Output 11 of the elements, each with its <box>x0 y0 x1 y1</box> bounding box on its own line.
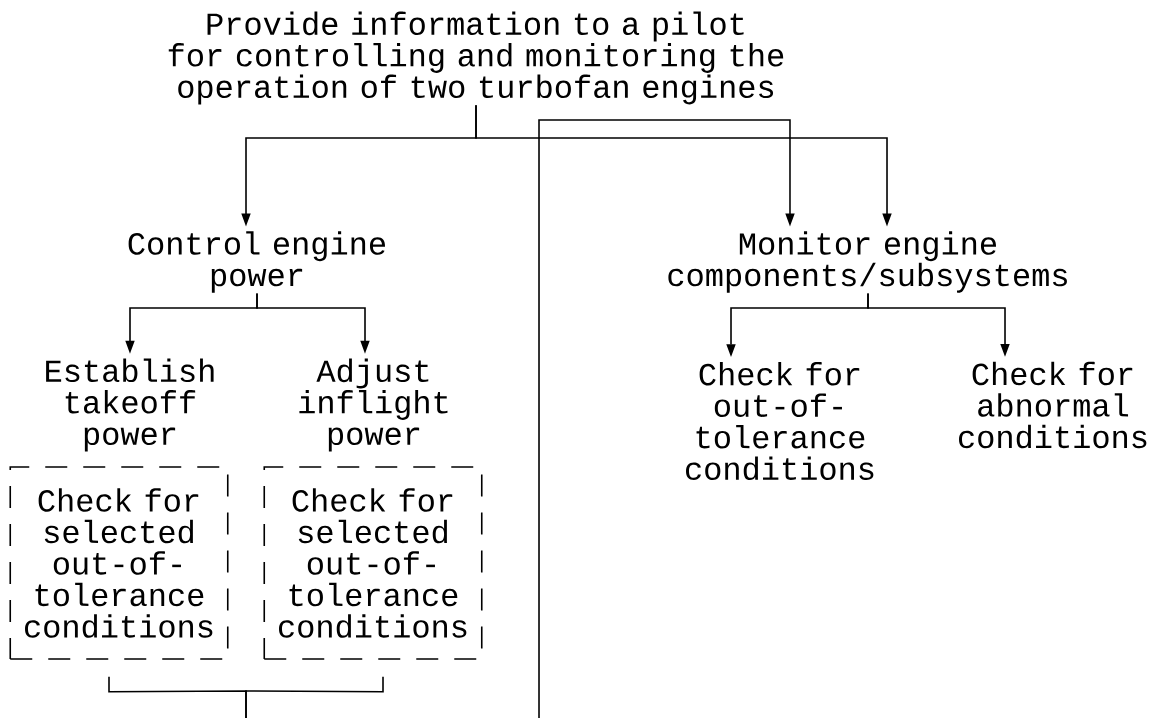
function-text: Adjust inflight power <box>299 358 448 452</box>
function-text: Monitor engine components/subsystems <box>668 231 1067 293</box>
dashed-box: Check for selected out-of-tolerance conditions <box>263 466 483 660</box>
function-text: Provide information to a pilot for controlling and monitoring the operation of two turbofan engines <box>168 11 784 105</box>
function-text: Check for out-of-tolerance conditions <box>686 361 874 481</box>
function-text: Check for abnormal conditions <box>959 361 1147 449</box>
connector-line <box>245 676 384 718</box>
function-text: Establish takeoff power <box>46 358 214 452</box>
arrow <box>538 119 795 718</box>
function-text: Control engine power <box>128 231 385 293</box>
dashed-box: Check for selected out-of-tolerance conditions <box>9 466 229 660</box>
